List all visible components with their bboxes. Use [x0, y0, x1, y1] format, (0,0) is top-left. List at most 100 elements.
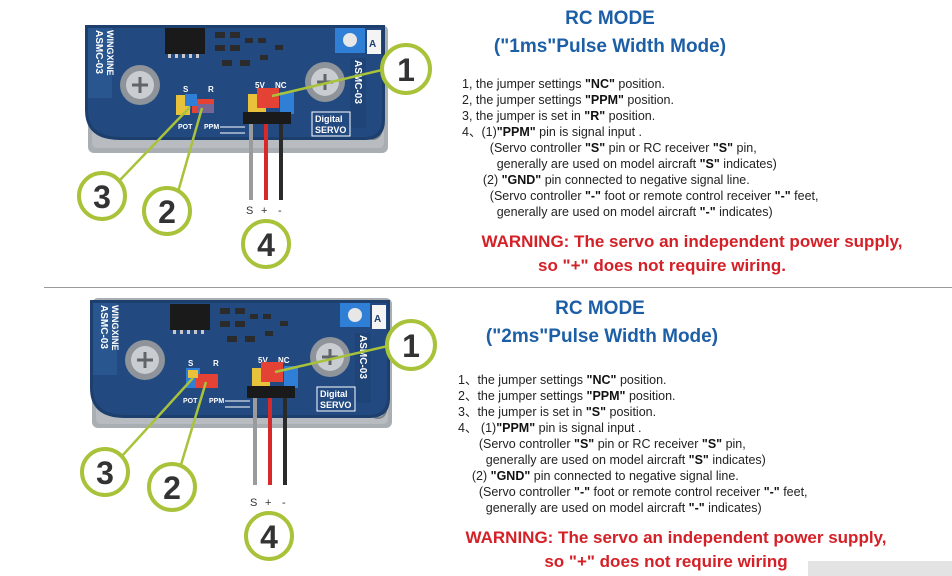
jumper-2-ppm — [196, 374, 218, 388]
panel-subtitle: ("1ms"Pulse Width Mode) — [493, 36, 727, 57]
instruction-text: 2、the jumper settings — [458, 389, 587, 403]
header-label-r: R — [213, 359, 219, 368]
model-right-label: ASMC-03 — [352, 60, 363, 104]
instruction-term: "PPM" — [496, 421, 536, 435]
callout-1: 1 — [380, 43, 432, 95]
instruction-line: (Servo controller "S" pin or RC receiver… — [458, 436, 808, 452]
instruction-text: (Servo controller — [458, 485, 575, 499]
instruction-line: 3, the jumper is set in "R" position. — [462, 108, 818, 124]
instruction-line: generally are used on model aircraft "S"… — [462, 156, 818, 172]
instruction-term: "-" — [699, 205, 716, 219]
warning-line-1: WARNING: The servo an independent power … — [481, 232, 903, 251]
callout-4: 4 — [241, 219, 291, 269]
instruction-text: 4、 (1) — [458, 421, 497, 435]
ppm-label: PPM — [204, 124, 219, 131]
callout-4: 4 — [244, 511, 294, 561]
instruction-term: "S" — [712, 141, 734, 155]
svg-text:4: 4 — [257, 227, 275, 263]
instruction-text: indicates) — [715, 205, 773, 219]
instruction-term: "PPM" — [586, 389, 626, 403]
ic-chip — [165, 28, 205, 54]
wire-label-minus: - — [282, 497, 286, 509]
callout-3: 3 — [80, 447, 130, 497]
instruction-line: (2) "GND" pin connected to negative sign… — [462, 172, 818, 188]
instruction-term: "S" — [701, 437, 723, 451]
instruction-term: "S" — [585, 405, 607, 419]
instruction-term: "NC" — [584, 77, 615, 91]
ppm-label: PPM — [209, 398, 224, 405]
servo-label: SERVO — [320, 400, 351, 410]
instruction-line: (Servo controller "-" foot or remote con… — [458, 484, 808, 500]
header-label-5v: 5V — [255, 81, 265, 90]
instruction-text: pin connected to negative signal line. — [530, 469, 739, 483]
callout-3: 3 — [77, 171, 127, 221]
callout-2: 2 — [147, 462, 197, 512]
instruction-line: (Servo controller "-" foot or remote con… — [462, 188, 819, 204]
instruction-term: "S" — [688, 453, 709, 467]
instruction-line: 1、the jumper settings "NC" position. — [458, 372, 808, 388]
panel-subtitle: ("2ms"Pulse Width Mode) — [485, 326, 719, 347]
instruction-text: position. — [614, 77, 665, 91]
header-label-nc: NC — [275, 81, 287, 90]
pot-label: POT — [183, 398, 198, 405]
instruction-text: 4、(1) — [462, 125, 497, 139]
wire-label-plus: + — [265, 497, 271, 509]
header-label-s: S — [188, 359, 194, 368]
brand-vertical-label: WINGXINE — [110, 305, 120, 351]
instruction-line: generally are used on model aircraft "-"… — [458, 500, 808, 516]
chip-label: A — [369, 39, 376, 50]
instruction-line: (2) "GND" pin connected to negative sign… — [458, 468, 808, 484]
svg-text:2: 2 — [158, 194, 176, 230]
instruction-line: 3、the jumper is set in "S" position. — [458, 404, 808, 420]
svg-text:3: 3 — [96, 455, 114, 491]
servo-header — [247, 386, 295, 398]
instruction-term: "R" — [584, 109, 606, 123]
model-vertical-label: ASMC-03 — [98, 305, 109, 349]
instruction-text: position. — [616, 373, 667, 387]
instruction-text: generally are used on model aircraft — [462, 157, 700, 171]
svg-text:1: 1 — [402, 328, 420, 364]
instruction-line: generally are used on model aircraft "S"… — [458, 452, 808, 468]
instruction-text: pin is signal input . — [535, 421, 642, 435]
instruction-term: "S" — [699, 157, 720, 171]
instruction-text: position. — [625, 389, 676, 403]
warning-line-2: so "+" does not require wiring. — [537, 256, 787, 275]
svg-text:3: 3 — [93, 179, 111, 215]
svg-text:1: 1 — [397, 52, 415, 88]
instruction-text: generally are used on model aircraft — [462, 205, 700, 219]
instruction-term: "GND" — [490, 469, 531, 483]
panel-title: RC MODE — [565, 8, 655, 29]
instructions-list: 1, the jumper settings "NC" position.2, … — [462, 76, 818, 220]
instruction-text: (Servo controller — [462, 141, 585, 155]
instruction-line: 2、the jumper settings "PPM" position. — [458, 388, 808, 404]
header-label-s: S — [183, 85, 189, 94]
instruction-line: 2, the jumper settings "PPM" position. — [462, 92, 818, 108]
panel-2ms-mode: ASMC-03 WINGXINE A ASMC-03 Digital SERVO… — [0, 288, 952, 576]
header-label-nc: NC — [278, 356, 290, 365]
digital-label: Digital — [315, 114, 343, 124]
instruction-text: pin, — [733, 141, 757, 155]
instruction-term: "S" — [584, 141, 606, 155]
instruction-text: pin, — [722, 437, 746, 451]
instruction-text: position. — [605, 109, 656, 123]
instruction-term: "PPM" — [584, 93, 624, 107]
instruction-text: position. — [606, 405, 657, 419]
instruction-term: "-" — [688, 501, 705, 515]
digital-label: Digital — [320, 389, 348, 399]
instruction-text: foot or remote control receiver — [590, 485, 764, 499]
instruction-text: 1、the jumper settings — [458, 373, 587, 387]
ic-chip — [170, 304, 210, 330]
instruction-text: generally are used on model aircraft — [458, 501, 689, 515]
instructions-list: 1、the jumper settings "NC" position.2、th… — [458, 372, 808, 516]
pot-label: POT — [178, 124, 193, 131]
instruction-text: generally are used on model aircraft — [458, 453, 689, 467]
wire-label-s: S — [246, 205, 253, 217]
section-divider — [44, 287, 952, 288]
instruction-line: 4、 (1)"PPM" pin is signal input . — [458, 420, 808, 436]
servo-header — [243, 112, 291, 124]
instruction-text: indicates) — [708, 453, 766, 467]
wire-label-plus: + — [261, 205, 267, 217]
header-label-5v: 5V — [258, 356, 268, 365]
svg-text:4: 4 — [260, 519, 278, 555]
instruction-text: 3、the jumper is set in — [458, 405, 586, 419]
